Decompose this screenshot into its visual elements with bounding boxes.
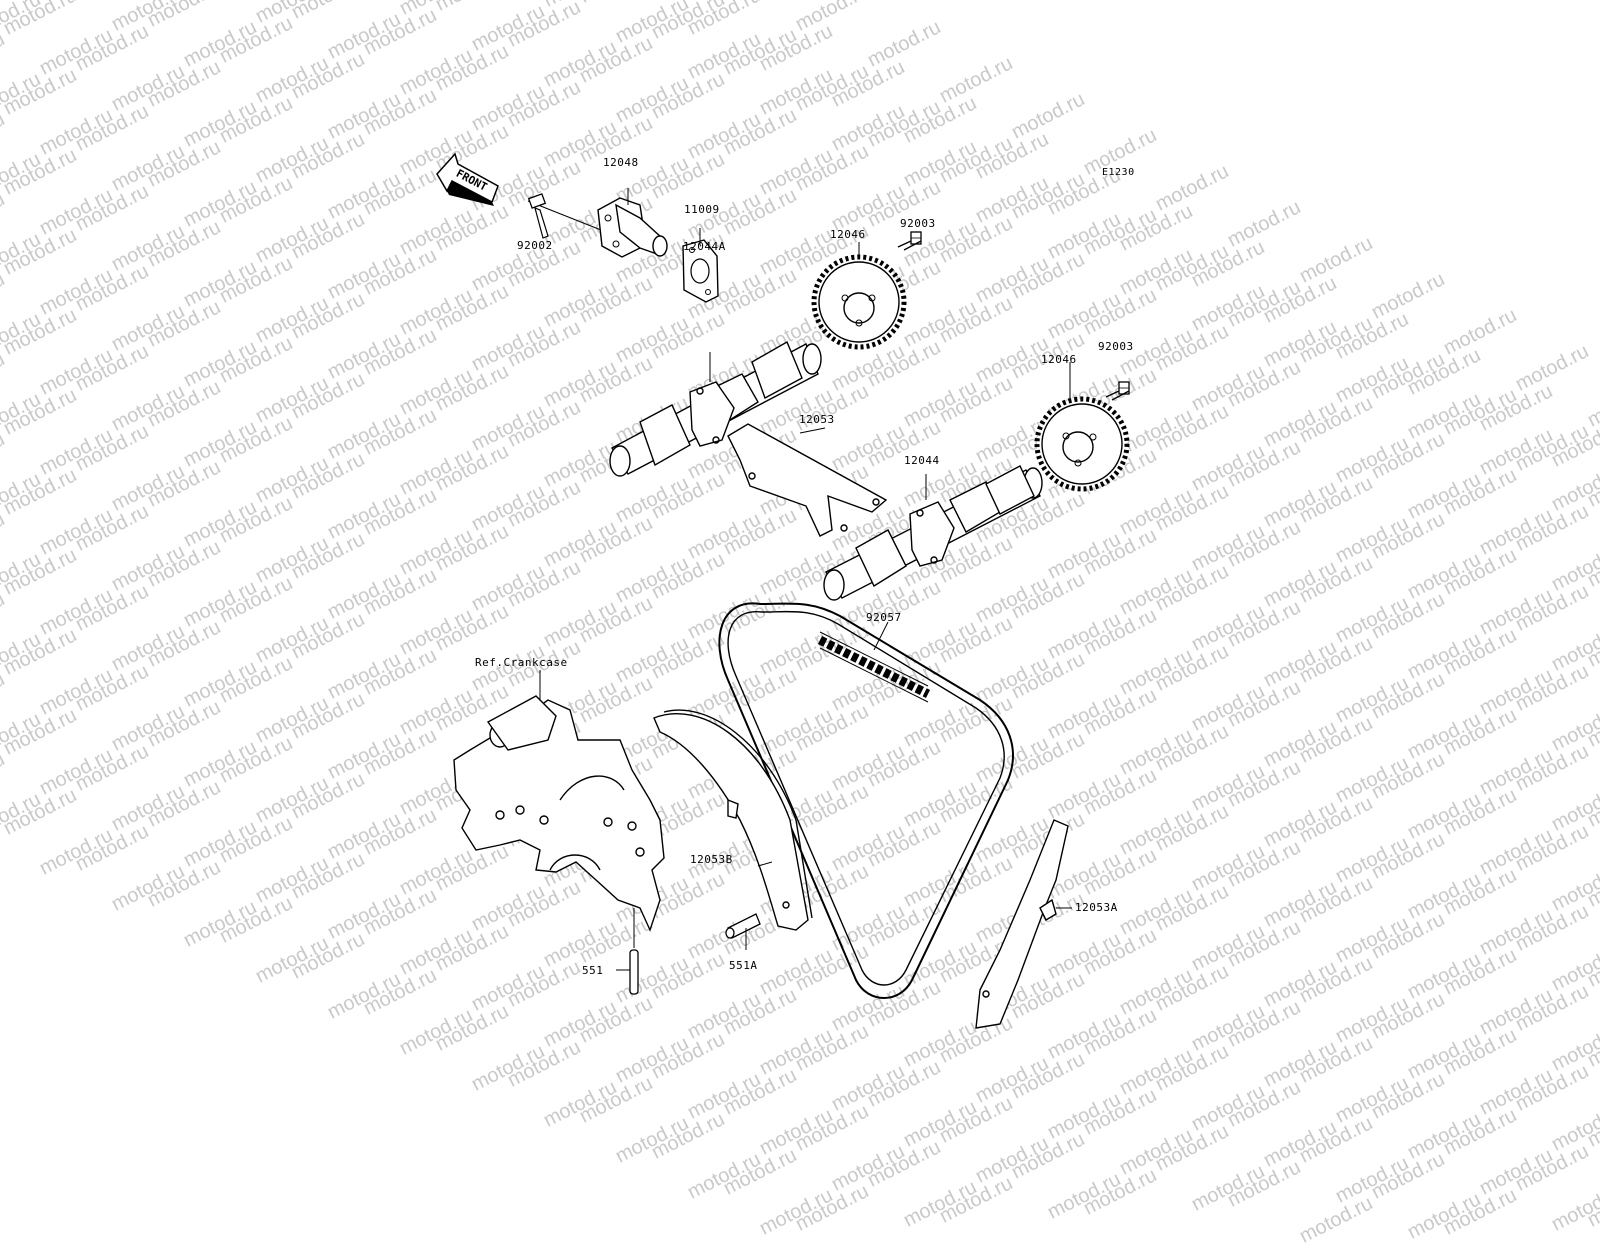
diagram-drawing: FRONT: [0, 0, 1600, 1200]
part-label-92057[interactable]: 92057: [866, 611, 902, 624]
part-label-92003-lower[interactable]: 92003: [1098, 340, 1134, 353]
bolt-92003-upper: [898, 232, 921, 250]
dowel-pin-551A: [726, 914, 760, 950]
part-label-551[interactable]: 551: [582, 964, 603, 977]
front-arrow: FRONT: [437, 154, 498, 206]
part-label-92003-upper[interactable]: 92003: [900, 217, 936, 230]
dowel-pin-551: [616, 950, 638, 994]
part-label-12053A[interactable]: 12053A: [1075, 901, 1118, 914]
part-label-12046-upper[interactable]: 12046: [830, 228, 866, 241]
crankcase-reference: [454, 670, 664, 948]
sprocket-12046-upper: [814, 242, 904, 347]
watermark-text: motod.ru: [1296, 1192, 1377, 1248]
part-label-12053[interactable]: 12053: [799, 413, 835, 426]
part-label-12044A[interactable]: 12044A: [683, 240, 726, 253]
bolt-92003-lower: [1106, 382, 1129, 400]
chain-guide-12053: [728, 424, 886, 536]
chain-guide-12053B: [654, 710, 812, 930]
part-label-12053B[interactable]: 12053B: [690, 853, 733, 866]
part-label-551A[interactable]: 551A: [729, 959, 758, 972]
diagram-code: E1230: [1102, 167, 1135, 178]
chain-guide-12053A: [976, 820, 1072, 1028]
sprocket-12046-lower: [1037, 362, 1127, 489]
part-label-12044[interactable]: 12044: [904, 454, 940, 467]
part-label-12046-lower[interactable]: 12046: [1041, 353, 1077, 366]
part-label-12048[interactable]: 12048: [603, 156, 639, 169]
part-label-92002[interactable]: 92002: [517, 239, 553, 252]
reference-crankcase-label: Ref.Crankcase: [475, 656, 568, 669]
part-label-11009[interactable]: 11009: [684, 203, 720, 216]
